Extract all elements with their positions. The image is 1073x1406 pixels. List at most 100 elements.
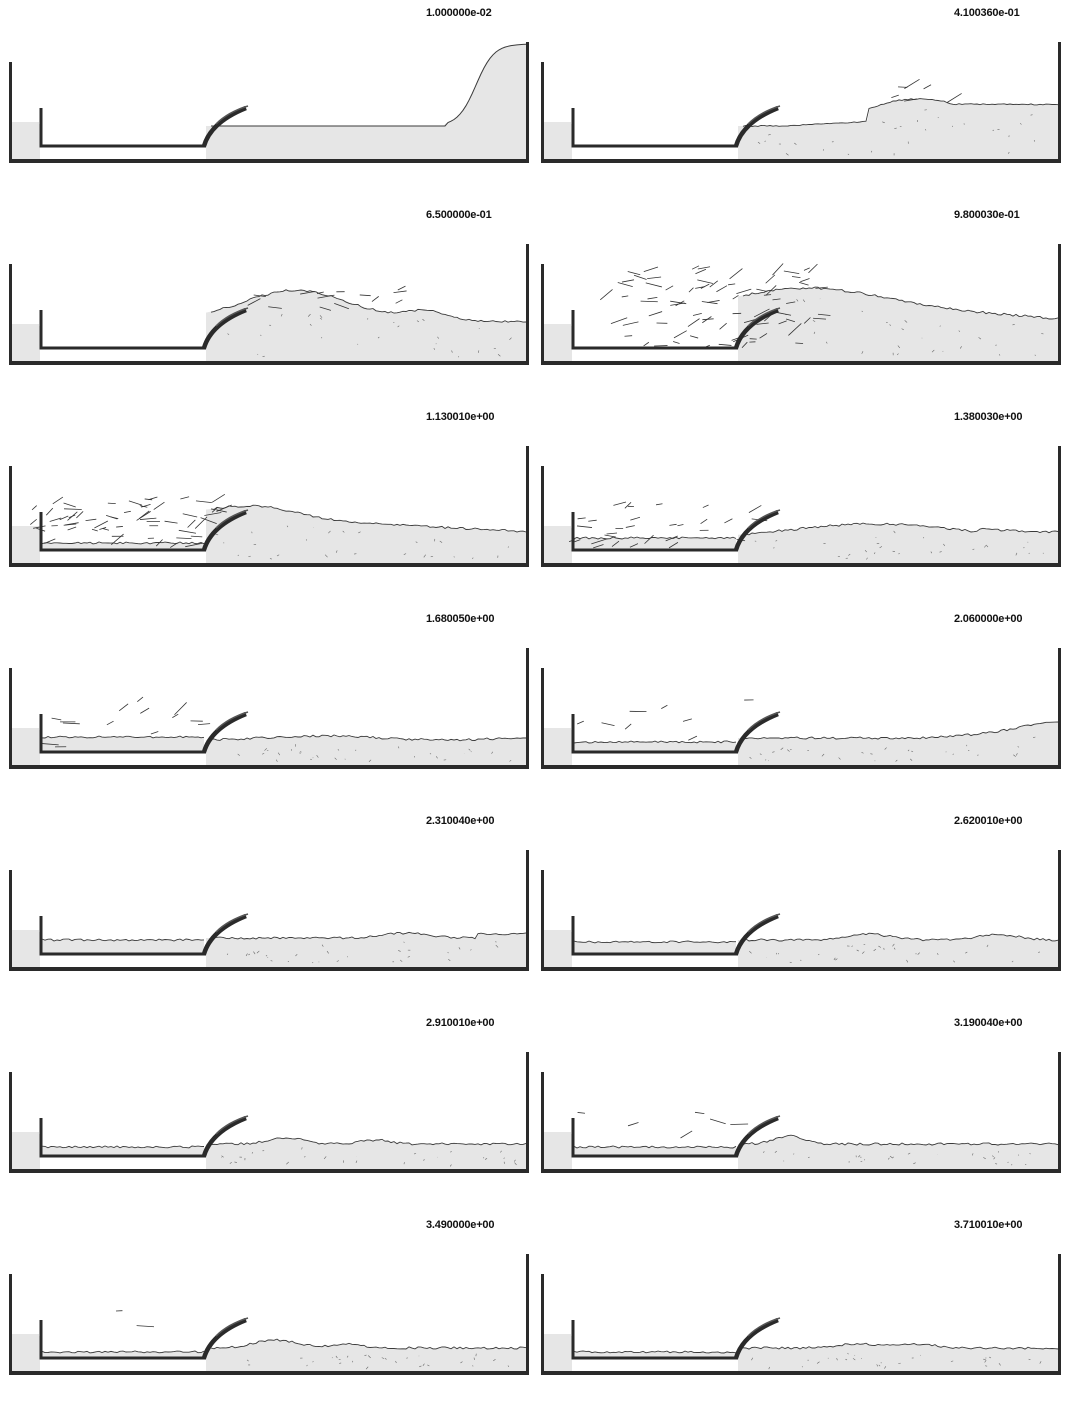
spray-droplet <box>808 264 817 273</box>
left-reservoir <box>9 526 39 563</box>
spray-droplet <box>800 279 809 282</box>
spray-droplet <box>693 313 702 315</box>
spray-droplet <box>183 514 197 517</box>
floor-wall <box>541 765 1061 769</box>
spray-droplet <box>644 267 658 272</box>
spray-droplet <box>165 521 178 523</box>
spray-droplet <box>151 732 158 734</box>
simulation-frame: 3.710010e+00 <box>538 1216 1064 1406</box>
right-wall <box>1058 648 1061 765</box>
spray-droplet <box>666 286 673 290</box>
left-reservoir <box>541 122 571 159</box>
spray-droplet <box>719 344 732 345</box>
left-wall <box>541 466 544 563</box>
spray-droplet <box>630 517 640 520</box>
left-reservoir <box>541 1132 571 1169</box>
spray-droplet <box>674 331 687 338</box>
right-wall <box>1058 1052 1061 1169</box>
fluid-domain-plot <box>538 1014 1064 1204</box>
left-reservoir <box>9 324 39 361</box>
spray-droplet <box>695 269 706 273</box>
spray-droplet <box>137 1326 154 1327</box>
spray-droplet <box>688 736 697 740</box>
tank-fluid <box>42 940 204 954</box>
left-reservoir <box>541 324 571 361</box>
simulation-frame: 1.130010e+00 <box>6 408 532 598</box>
fluid-domain-plot <box>538 1216 1064 1406</box>
spray-droplet <box>733 295 739 299</box>
right-wall <box>1058 244 1061 361</box>
spray-droplet <box>697 280 713 284</box>
spray-droplet <box>196 501 212 503</box>
spray-droplet <box>698 267 710 269</box>
spray-droplet <box>154 502 165 509</box>
floor-wall <box>541 1371 1061 1375</box>
spray-droplet <box>716 286 727 292</box>
tank-wall <box>573 108 738 146</box>
fluid-body <box>9 44 528 159</box>
spray-droplet <box>804 268 810 270</box>
spray-droplet <box>176 538 191 539</box>
left-reservoir <box>9 930 39 967</box>
spray-droplet <box>766 275 775 283</box>
right-wall <box>526 1254 529 1371</box>
spray-droplet <box>728 284 735 285</box>
spray-droplet <box>195 517 207 529</box>
spray-droplet <box>68 512 78 521</box>
spray-droplet <box>605 535 616 537</box>
spray-droplet <box>600 289 612 299</box>
particle <box>357 344 358 345</box>
spray-droplet <box>119 704 128 711</box>
spray-droplet <box>64 509 82 510</box>
floor-wall <box>541 1169 1061 1173</box>
left-wall <box>541 668 544 765</box>
right-wall <box>526 648 529 765</box>
spray-droplet <box>703 505 709 508</box>
right-wall <box>526 42 529 159</box>
floor-wall <box>9 159 529 163</box>
spray-droplet <box>670 301 686 304</box>
left-reservoir <box>9 122 39 159</box>
spray-droplet <box>669 524 676 525</box>
tank-fluid <box>42 737 204 752</box>
spray-droplet <box>139 511 149 519</box>
spray-droplet <box>646 283 662 287</box>
spray-droplet <box>613 502 626 505</box>
spray-droplet <box>212 494 225 502</box>
spray-droplet <box>116 526 123 527</box>
left-wall <box>9 1072 12 1169</box>
spray-droplet <box>736 289 751 294</box>
spray-droplet <box>360 295 371 296</box>
spray-droplet <box>180 497 189 499</box>
spray-droplet <box>63 723 80 724</box>
right-wall <box>1058 446 1061 563</box>
left-wall <box>541 264 544 361</box>
spray-droplet <box>701 519 708 523</box>
right-wall <box>526 850 529 967</box>
fluid-domain-plot <box>538 610 1064 800</box>
spray-droplet <box>648 297 658 299</box>
spray-droplet <box>50 518 62 521</box>
spray-droplet <box>647 277 661 279</box>
spray-droplet <box>188 520 196 528</box>
right-wall <box>526 446 529 563</box>
tank-wall <box>41 108 206 146</box>
left-reservoir <box>541 728 571 765</box>
left-wall <box>9 62 12 159</box>
spray-droplet <box>695 1112 704 1113</box>
spray-droplet <box>198 724 210 725</box>
spray-droplet <box>673 342 679 344</box>
right-wall <box>1058 42 1061 159</box>
floor-wall <box>9 1169 529 1173</box>
fluid-domain-plot <box>6 812 532 1002</box>
floor-wall <box>9 563 529 567</box>
spray-droplet <box>683 719 692 722</box>
fluid-domain-plot <box>538 206 1064 396</box>
spray-droplet <box>140 518 156 519</box>
spray-droplet <box>578 518 586 519</box>
tank-fluid <box>574 942 736 954</box>
floor-wall <box>541 967 1061 971</box>
spray-droplet <box>626 526 635 528</box>
fluid-body <box>9 290 528 361</box>
spray-droplet <box>644 342 649 346</box>
